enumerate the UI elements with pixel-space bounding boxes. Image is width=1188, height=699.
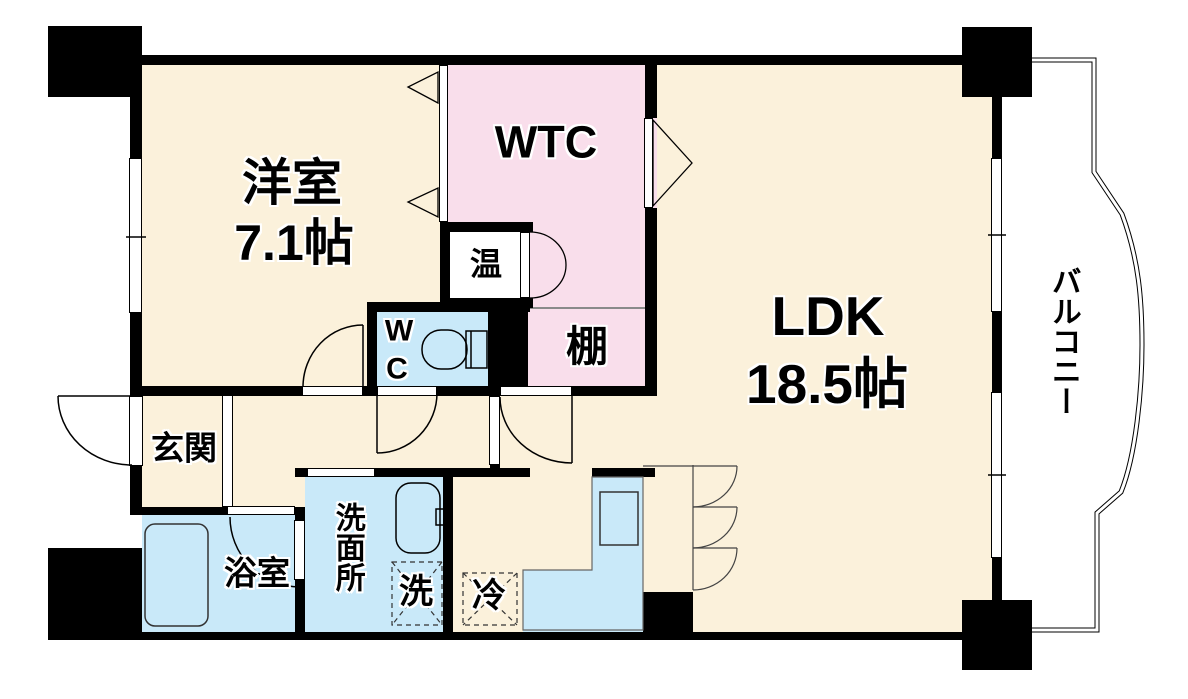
balcony-outline: [1032, 57, 1145, 633]
heater-door-face: [520, 232, 530, 298]
room-size-ldk: 18.5帖: [745, 353, 909, 416]
wall-top: [142, 55, 962, 65]
wall-right-3: [992, 558, 1002, 600]
entrance-door-opening: [129, 396, 143, 466]
water-heater-interior: [450, 232, 520, 298]
wall-wc-east-chunk: [488, 312, 528, 386]
window-west: [129, 158, 142, 313]
wall-heater-left: [440, 222, 450, 308]
wall-wtc-east-upper: [645, 65, 657, 118]
wall-wc-west: [367, 302, 377, 386]
washroom-door-opening: [307, 468, 375, 477]
storage-doors: [643, 465, 738, 591]
ldk-door-opening-top: [500, 386, 572, 396]
wtc-folding-door-arrows: [406, 70, 693, 219]
wc-floor: [377, 312, 488, 386]
westroom-door-opening: [302, 386, 363, 396]
ldk-door-opening-side: [489, 396, 500, 465]
room-label-entrance: 玄関: [151, 429, 217, 467]
fixture-label-fridge: 冷: [472, 577, 506, 616]
wall-left-2: [130, 313, 142, 397]
room-label-shelf: 棚: [565, 322, 609, 370]
wall-washroom-north: [295, 468, 530, 477]
pillar-top-right: [962, 27, 1032, 97]
room-label-balcony: バルコニー: [1046, 266, 1080, 416]
room-label-wc-w: W: [384, 314, 414, 348]
wall-entrance-south: [133, 507, 230, 515]
kitchen-sink-icon: [599, 491, 639, 546]
room-label-wc-c: C: [386, 352, 408, 386]
outside-notch: [128, 515, 142, 548]
refrigerator-box: [462, 572, 518, 626]
wall-westroom-south-b: [363, 386, 377, 396]
wc-door-opening: [377, 386, 437, 396]
wall-bottom: [48, 632, 1002, 640]
washing-machine-box: [391, 561, 443, 626]
wall-heater-top: [440, 222, 533, 232]
bathroom-floor: [140, 515, 295, 632]
kitchen-counter-outline: [522, 476, 644, 631]
washroom-floor: [305, 477, 443, 632]
room-label-bathroom: 浴室: [224, 554, 290, 592]
wall-washroom-east: [443, 468, 453, 632]
bathtub-icon: [144, 523, 209, 627]
pillar-top-left: [48, 26, 142, 97]
room-size-western: 7.1帖: [234, 214, 354, 271]
room-label-heater: 温: [469, 246, 503, 283]
wall-heater-bottom: [440, 298, 533, 308]
bathroom-door-opening: [294, 520, 305, 580]
wall-hall-north-a: [437, 386, 500, 396]
bathroom-door-swing: [229, 516, 301, 588]
wtc-west-door-track: [439, 65, 448, 222]
room-label-washroom: 洗面所: [330, 502, 364, 592]
room-label-wtc: WTC: [494, 116, 598, 168]
toilet-icon: [421, 329, 488, 370]
wc-door-swing: [376, 392, 438, 454]
wall-wtc-east-lower: [645, 208, 657, 386]
heater-double-door-swing: [529, 231, 567, 299]
washbasin-icon: [395, 482, 450, 554]
bathroom-door-panel: [227, 506, 295, 515]
shelf-floor: [528, 308, 645, 386]
wall-left-3: [130, 466, 142, 515]
kitchen-counter-lower: [523, 570, 643, 632]
westroom-door-swing: [302, 324, 364, 388]
wall-kitchen-north: [592, 468, 655, 477]
wall-right-2: [992, 312, 1002, 392]
fixture-label-washer: 洗: [399, 573, 433, 612]
ldk-door-swing: [499, 395, 573, 464]
wall-right-1: [992, 97, 1002, 158]
wall-left-1: [130, 97, 142, 160]
shelf-top-line: [528, 307, 645, 309]
entrance-door-swing: [57, 395, 133, 466]
wall-westroom-south-a: [130, 386, 302, 396]
pier-bottom-left: [48, 548, 142, 640]
room-label-western: 洋室: [242, 154, 342, 211]
wall-hall-north-b: [572, 386, 657, 396]
pier-kitchen-south: [643, 592, 693, 632]
room-label-ldk: LDK: [771, 285, 885, 348]
